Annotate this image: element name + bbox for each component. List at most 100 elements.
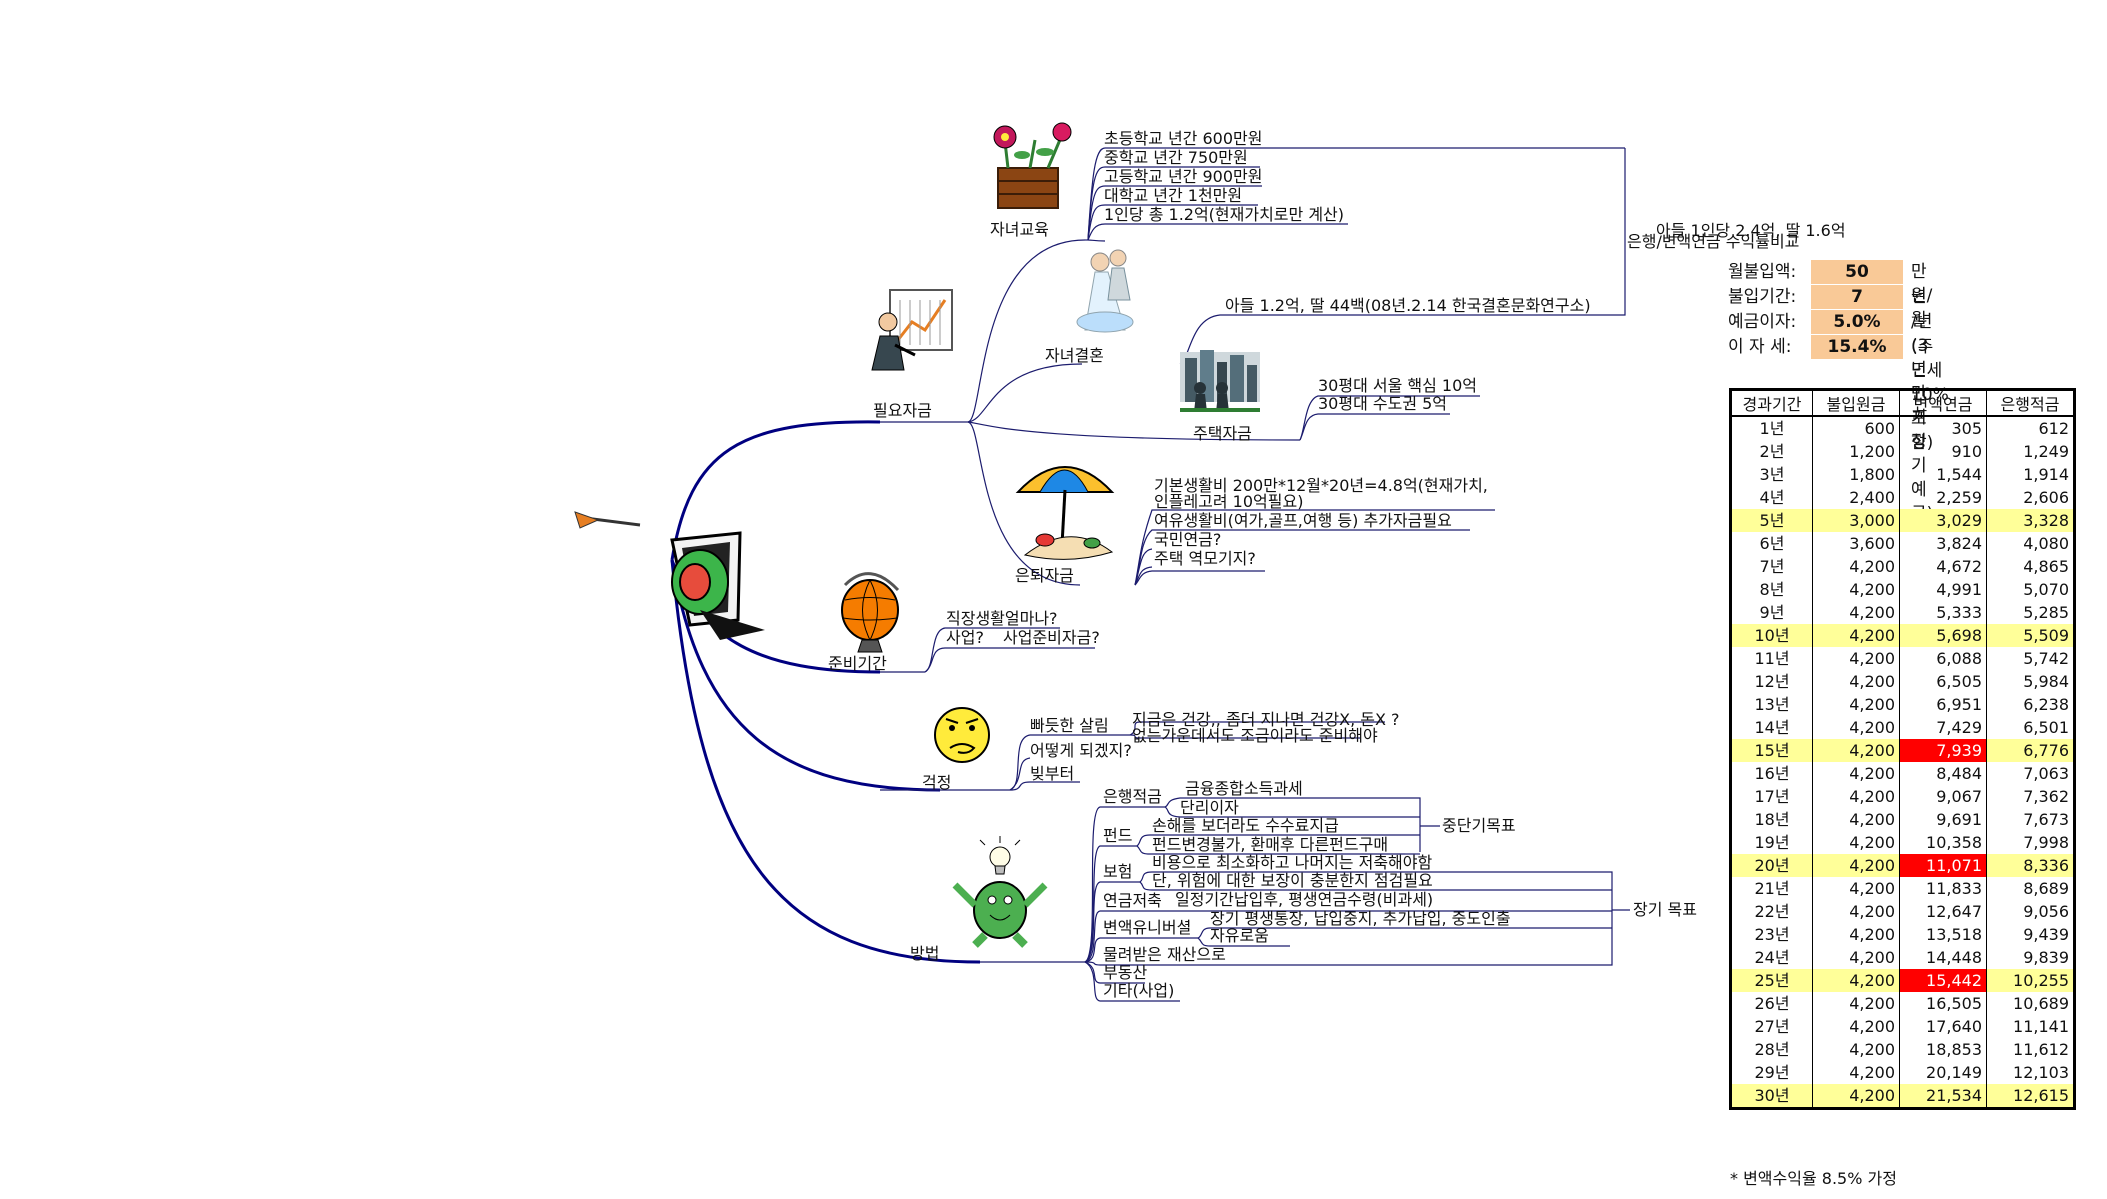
education-side-note: 아들 1인당 2.4억, 딸 1.6억 [1656, 221, 1846, 240]
table-cell: 6,776 [1986, 739, 2075, 762]
table-cell: 6,088 [1899, 647, 1987, 670]
table-cell: 16,505 [1899, 992, 1987, 1015]
table-cell: 2년 [1730, 440, 1813, 463]
table-cell: 4,672 [1899, 555, 1987, 578]
branch-wedding: 자녀결혼 [1045, 346, 1104, 365]
table-cell: 4,200 [1812, 992, 1900, 1015]
col-header: 경과기간 [1730, 389, 1813, 417]
city-skyline-icon [1180, 350, 1260, 412]
table-cell: 24년 [1730, 946, 1813, 969]
table-cell: 5,742 [1986, 647, 2075, 670]
deposit-rate-value[interactable]: 5.0% [1811, 310, 1903, 334]
col-header: 불입원금 [1812, 389, 1900, 417]
table-cell: 4,200 [1812, 900, 1900, 923]
method-item: 기타(사업) [1103, 981, 1175, 1000]
table-cell: 4,200 [1812, 670, 1900, 693]
table-cell: 14,448 [1899, 946, 1987, 969]
table-cell: 7,939 [1899, 739, 1987, 762]
footnote: * 변액수익율 8.5% 가정 [1730, 1169, 1897, 1188]
table-cell: 5,285 [1986, 601, 2075, 624]
table-cell: 17년 [1730, 785, 1813, 808]
table-cell: 3,328 [1986, 509, 2075, 532]
method-item: 은행적금 [1103, 787, 1162, 806]
table-cell: 3,000 [1812, 509, 1900, 532]
table-cell: 6,505 [1899, 670, 1987, 693]
method-item: 부동산 [1103, 963, 1148, 982]
table-cell: 8,484 [1899, 762, 1987, 785]
table-cell: 4,200 [1812, 946, 1900, 969]
monthly-payment-value[interactable]: 50 [1811, 260, 1903, 284]
table-cell: 4,200 [1812, 1084, 1900, 1109]
table-cell: 5,333 [1899, 601, 1987, 624]
wedding-item: 아들 1.2억, 딸 44백(08년.2.14 한국결혼문화연구소) [1225, 296, 1591, 315]
table-cell: 26년 [1730, 992, 1813, 1015]
method-sub: 비용으로 최소화하고 나머지는 저축해야함 [1152, 853, 1433, 872]
method-item: 연금저축 [1103, 891, 1162, 910]
table-cell: 1,249 [1986, 440, 2075, 463]
worried-face-icon [934, 707, 990, 763]
table-cell: 18년 [1730, 808, 1813, 831]
table-cell: 3,029 [1899, 509, 1987, 532]
calc-unit: 만원/월 [1911, 262, 1933, 330]
compare-title: 은행/변액연금 수익률비교 [1627, 232, 1800, 251]
retirement-item: 국민연금? [1154, 530, 1222, 549]
table-cell: 7년 [1730, 555, 1813, 578]
payment-period-value[interactable]: 7 [1811, 285, 1903, 309]
table-cell: 17,640 [1899, 1015, 1987, 1038]
method-sub: 금융종합소득과세 [1185, 779, 1303, 798]
table-cell: 7,362 [1986, 785, 2075, 808]
table-cell: 11,833 [1899, 877, 1987, 900]
table-cell: 4년 [1730, 486, 1813, 509]
table-cell: 1,914 [1986, 463, 2075, 486]
table-cell: 4,200 [1812, 601, 1900, 624]
mid-term-goal: 중단기목표 [1442, 816, 1516, 835]
table-cell: 16년 [1730, 762, 1813, 785]
table-cell: 22년 [1730, 900, 1813, 923]
table-cell: 11,071 [1899, 854, 1987, 877]
branch-prep: 준비기간 [828, 654, 887, 673]
table-cell: 27년 [1730, 1015, 1813, 1038]
long-term-goal: 장기 목표 [1633, 900, 1697, 919]
branch-housing: 주택자금 [1193, 424, 1252, 443]
housing-item: 30평대 수도권 5억 [1318, 394, 1448, 413]
worry-item: 어떻게 되겠지? [1030, 741, 1132, 760]
table-cell: 4,200 [1812, 762, 1900, 785]
table-cell: 6,501 [1986, 716, 2075, 739]
method-sub: 펀드변경불가, 환매후 다른펀드구매 [1152, 835, 1389, 854]
table-cell: 5년 [1730, 509, 1813, 532]
table-cell: 4,200 [1812, 716, 1900, 739]
table-cell: 1년 [1730, 416, 1813, 440]
table-cell: 15,442 [1899, 969, 1987, 992]
table-cell: 4,865 [1986, 555, 2075, 578]
worry-item: 빠듯한 살림 [1030, 716, 1109, 735]
table-cell: 15년 [1730, 739, 1813, 762]
table-cell: 18,853 [1899, 1038, 1987, 1061]
table-cell: 4,200 [1812, 854, 1900, 877]
calc-label: 예금이자: [1728, 312, 1797, 332]
table-cell: 6년 [1730, 532, 1813, 555]
table-cell: 20,149 [1899, 1061, 1987, 1084]
table-cell: 4,080 [1986, 532, 2075, 555]
table-cell: 4,200 [1812, 555, 1900, 578]
education-item: 1인당 총 1.2억(현재가치로만 계산) [1104, 205, 1345, 224]
table-cell: 6,951 [1899, 693, 1987, 716]
interest-tax-value[interactable]: 15.4% [1811, 335, 1903, 359]
table-cell: 4,200 [1812, 1061, 1900, 1084]
table-cell: 4,200 [1812, 785, 1900, 808]
